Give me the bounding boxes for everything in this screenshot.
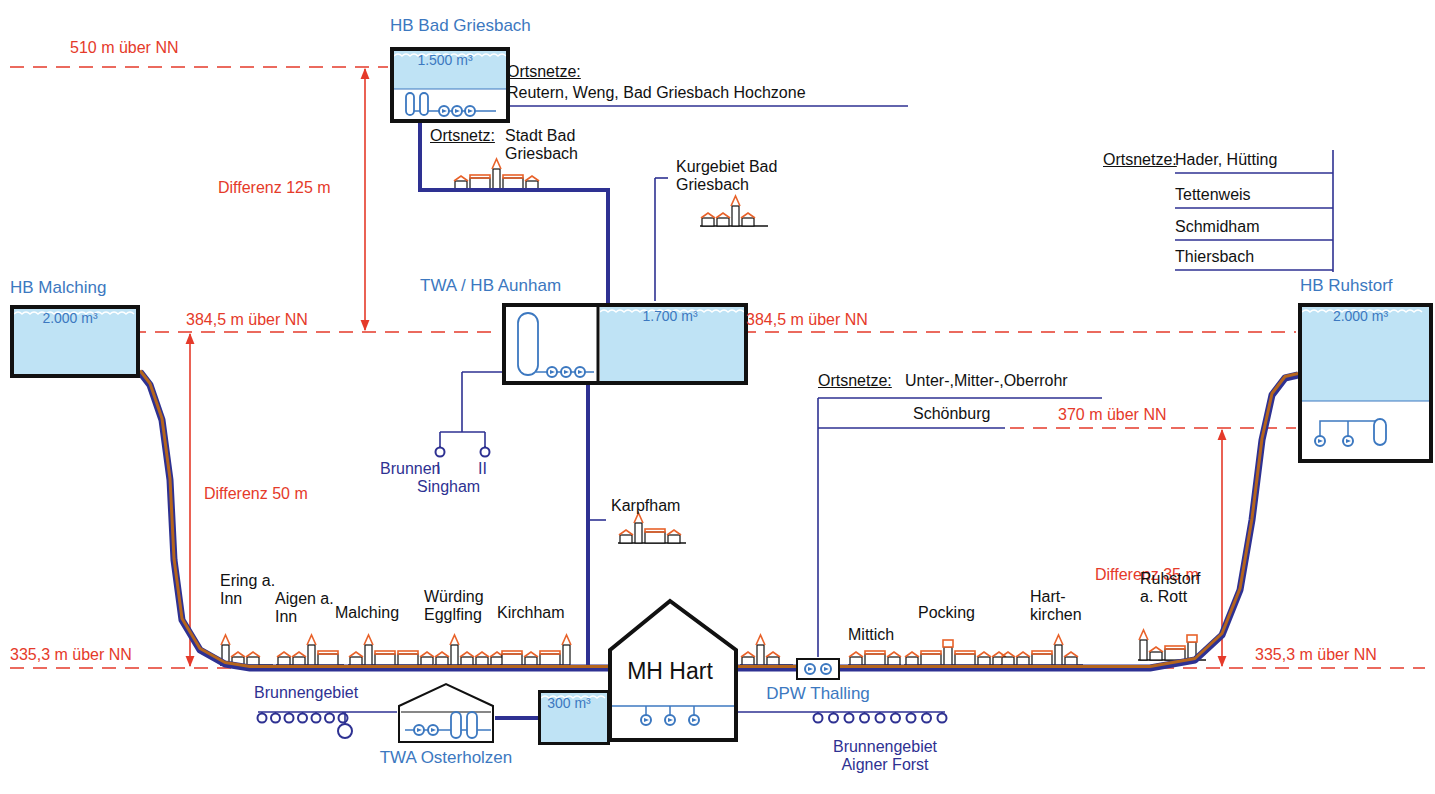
place-label: Karpfham [611,497,680,515]
station-box: DPW Thalling [796,658,840,680]
station-shape [397,682,495,744]
level-label: 384,5 m über NN [186,311,308,329]
place-label: Unter-,Mitter-,Oberrohr [905,372,1068,390]
station-name: TWA Osterholzen [371,748,521,768]
capacity-label: 1.500 m³ [390,52,500,68]
place-label: Ortsnetze: [818,372,892,390]
place-label: Schönburg [913,405,990,423]
place-label: Mittich [848,626,894,644]
station-box: 300 m³ [538,690,610,745]
place-label: II [478,460,487,478]
station-box: HB Bad Griesbach1.500 m³ [390,47,510,123]
place-label: Hart- kirchen [1030,588,1092,625]
station-shape [796,658,840,680]
place-label: I [436,460,440,478]
station-name: HB Bad Griesbach [390,16,531,36]
place-label: Stadt Bad Griesbach [505,127,623,164]
place-label: Tettenweis [1175,186,1251,204]
station-name: MH Hart [612,658,728,684]
place-label: Ering a. Inn [220,572,280,609]
capacity-label: 2.000 m³ [10,310,130,326]
place-label: Ortsnetze: [1103,151,1177,169]
place-label: Brunnen [380,460,441,478]
place-label: Kirchham [497,604,565,622]
place-label: Ortsnetze: [507,63,581,81]
pipe [738,667,796,669]
place-label: Kurgebiet Bad Griesbach [676,158,811,195]
place-label: Ruhstorf a. Rott [1140,570,1218,607]
level-label: 384,5 m über NN [746,311,868,329]
villages [220,159,1206,665]
place-label: Singham [417,478,480,496]
station-shape [1298,303,1433,463]
station-name: HB Ruhstorf [1300,276,1393,296]
level-label: 510 m über NN [70,39,179,57]
height-arrows [190,69,1222,666]
station-name: HB Malching [10,278,106,298]
place-label: Brunnengebiet [254,684,358,702]
station-box: HB Malching2.000 m³ [10,305,140,378]
station-shape [502,303,748,385]
station-box: HB Ruhstorf2.000 m³ [1298,303,1433,463]
station-name: TWA / HB Aunham [420,276,561,296]
pipe [840,374,1298,669]
place-label: Thiersbach [1175,248,1254,266]
branch-lines [258,106,1333,712]
place-label: Hader, Hütting [1175,151,1277,169]
pipe [140,371,608,669]
place-label: Reutern, Weng, Bad Griesbach Hochzone [507,84,806,102]
level-label: Differenz 50 m [204,485,308,503]
pipe [495,718,538,719]
place-label: Würding Egglfing [424,588,504,625]
capacity-label: 300 m³ [538,695,600,711]
place-label: Schmidham [1175,218,1259,236]
level-label: 335,3 m über NN [1255,646,1377,664]
station-name: DPW Thalling [758,684,878,704]
level-label: Differenz 125 m [218,179,331,197]
level-label: 370 m über NN [1058,406,1167,424]
station-box: MH Hart [608,598,738,742]
place-label: Malching [335,604,399,622]
place-label: Ortsnetz: [430,127,495,145]
place-label: Brunnengebiet Aigner Forst [815,738,955,775]
level-lines [10,67,1425,668]
level-label: 335,3 m über NN [10,646,132,664]
place-label: Pocking [918,604,975,622]
capacity-label: 2.000 m³ [1298,308,1423,324]
station-box: TWA / HB Aunham1.700 m³ [502,303,748,385]
pipe [588,385,608,668]
capacity-label: 1.700 m³ [602,308,738,324]
station-box: TWA Osterholzen [397,682,495,744]
place-label: Aigen a. Inn [275,590,335,627]
